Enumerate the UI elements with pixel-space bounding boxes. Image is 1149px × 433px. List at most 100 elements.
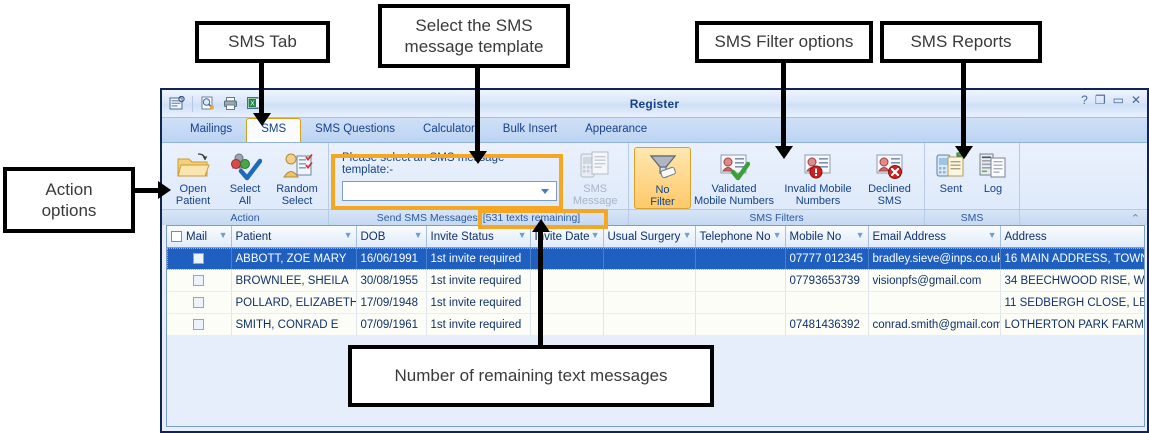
column-label-invite-status: Invite Status [430,230,494,243]
maximize-button[interactable]: ▭ [1112,93,1124,107]
cell-dob: 17/09/1948 [356,291,427,314]
cell-mail[interactable] [167,313,232,336]
cell-dob: 16/06/1991 [356,247,427,270]
filter-icon-dob[interactable]: ▼ [413,230,423,240]
cell-mail[interactable] [167,291,232,314]
select-all-label-2: All [238,195,252,207]
column-header-invite-status[interactable]: Invite Status ▼ [426,226,531,248]
close-button[interactable]: ✕ [1130,93,1141,107]
column-header-address[interactable]: Address [1000,226,1144,248]
open-folder-icon [176,149,210,183]
filter-icon-telephone-no[interactable]: ▼ [772,230,782,240]
table-header-row: Mail ▼ Patient ▼ DOB ▼ Invite Status ▼ [167,226,1144,248]
sent-button[interactable]: Sent [930,147,972,195]
table-row[interactable]: ABBOTT, ZOE MARY 16/06/1991 1st invite r… [167,247,1144,270]
ribbon-collapse-icon[interactable]: ⌃ [1130,213,1140,225]
table-row[interactable]: BROWNLEE, SHEILA 30/08/1955 1st invite r… [167,269,1144,292]
annotation-select-template-line1: Select the SMS [415,15,533,35]
invalid-mobile-numbers-button[interactable]: Invalid Mobile Numbers [777,147,859,207]
declined-sms-label-1: Declined [868,183,911,195]
annotation-sms-reports: SMS Reports [880,21,1042,63]
print-preview-icon[interactable] [198,94,218,113]
column-header-patient[interactable]: Patient ▼ [231,226,357,248]
filter-icon-mobile-no[interactable]: ▼ [855,230,865,240]
cell-mail[interactable] [167,247,232,270]
row-checkbox[interactable] [193,318,205,330]
column-header-mail[interactable]: Mail ▼ [167,226,232,248]
select-all-icon [228,149,262,183]
column-label-telephone-no: Telephone No [699,230,771,243]
open-patient-button[interactable]: Open Patient [167,147,219,207]
table-row[interactable]: POLLARD, ELIZABETH 17/09/1948 1st invite… [167,291,1144,314]
column-header-dob[interactable]: DOB ▼ [356,226,427,248]
cell-invite-status: 1st invite required [426,291,531,314]
column-header-telephone-no[interactable]: Telephone No ▼ [695,226,786,248]
ribbon-group-sms-filters-label: SMS Filters [629,209,924,225]
select-all-checkbox[interactable] [171,230,182,242]
row-checkbox[interactable] [193,274,205,286]
table-row[interactable]: SMITH, CONRAD E 07/09/1961 1st invite re… [167,313,1144,336]
sms-template-select[interactable] [342,181,558,201]
cell-mail[interactable] [167,269,232,292]
declined-sms-button[interactable]: Declined SMS [861,147,918,207]
cell-mobile-no: 07793653739 [785,269,869,292]
quick-access-toolbar: X [162,94,264,113]
tab-calculator[interactable]: Calculator [423,123,475,135]
cell-usual-surgery [603,291,696,314]
print-icon[interactable] [221,94,241,113]
no-filter-button[interactable]: No Filter [634,147,691,209]
form-designer-icon[interactable] [167,94,187,113]
tab-sms-questions[interactable]: SMS Questions [315,123,396,135]
filter-icon-mail[interactable]: ▼ [218,230,228,240]
select-all-button[interactable]: Select All [219,147,271,207]
filter-icon-invite-date[interactable]: ▼ [590,230,600,240]
tab-bulk-insert[interactable]: Bulk Insert [502,123,558,135]
tab-appearance[interactable]: Appearance [585,123,648,135]
help-button[interactable]: ? [1081,93,1088,107]
annotation-action-options-line2: options [41,201,97,220]
arrow-remaining-texts [532,219,550,232]
row-checkbox[interactable] [193,252,205,264]
column-header-mobile-no[interactable]: Mobile No ▼ [785,226,869,248]
arrow-sms-reports [955,146,973,159]
annotation-action-options-line1: Action [45,179,93,199]
sms-template-label: Please select an SMS message template:- [342,152,505,176]
filter-icon-patient[interactable]: ▼ [343,230,353,240]
arrow-sms-tab [253,113,271,126]
random-select-button[interactable]: Random Select [271,147,323,207]
register-window: X Register ? ❐ ▭ ✕ Mailings SMS SMS Ques… [160,88,1149,433]
filter-icon-email-address[interactable]: ▼ [987,230,997,240]
title-bar: X Register ? ❐ ▭ ✕ [162,90,1147,118]
arrow-select-template [469,151,487,164]
arrow-action-options [158,181,171,199]
annotation-sms-filter-options: SMS Filter options [695,21,873,63]
cell-patient: SMITH, CONRAD E [231,313,357,336]
cell-telephone-no [695,313,786,336]
column-header-email-address[interactable]: Email Address ▼ [868,226,1001,248]
validated-mobile-numbers-button[interactable]: Validated Mobile Numbers [693,147,775,207]
random-select-icon [280,149,314,183]
column-label-mobile-no: Mobile No [789,230,842,243]
row-checkbox[interactable] [193,296,205,308]
log-button[interactable]: Log [972,147,1014,195]
annotation-remaining-texts: Number of remaining text messages [348,345,714,407]
no-filter-icon [647,150,679,184]
open-patient-label-1: Open [179,183,207,195]
leader-sms-filter-options [781,63,786,148]
column-header-usual-surgery[interactable]: Usual Surgery ▼ [603,226,696,248]
cell-invite-status: 1st invite required [426,313,531,336]
leader-action-options [135,188,160,193]
cell-telephone-no [695,247,786,270]
cell-usual-surgery [603,313,696,336]
cell-usual-surgery [603,269,696,292]
filter-icon-invite-status[interactable]: ▼ [517,230,527,240]
cell-address: 16 MAIN ADDRESS, TOWN, SW18 2 [1000,247,1144,270]
column-label-usual-surgery: Usual Surgery [607,230,681,243]
restore-button[interactable]: ❐ [1094,93,1106,107]
patient-table: Mail ▼ Patient ▼ DOB ▼ Invite Status ▼ [167,226,1144,336]
cell-email-address: visionpfs@gmail.com [868,269,1001,292]
filter-icon-usual-surgery[interactable]: ▼ [682,230,692,240]
tab-mailings[interactable]: Mailings [190,123,233,135]
tab-sms[interactable]: SMS [246,118,302,142]
cell-invite-date [530,291,604,314]
